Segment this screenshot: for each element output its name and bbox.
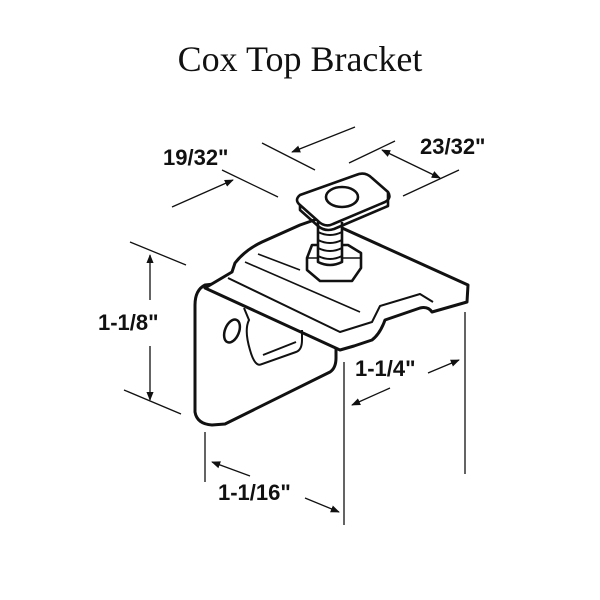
dim-label-top-width: 23/32" xyxy=(420,134,486,159)
dim-label-height: 1-1/8" xyxy=(98,310,159,335)
dim-label-flange-length: 1-1/4" xyxy=(355,356,416,381)
diagram-title: Cox Top Bracket xyxy=(177,39,423,79)
dim-label-top-depth: 19/32" xyxy=(163,145,229,170)
dimension-lines xyxy=(123,126,466,525)
dim-label-base-width: 1-1/16" xyxy=(218,480,291,505)
screw xyxy=(295,172,391,283)
bracket-cutout xyxy=(222,307,303,366)
